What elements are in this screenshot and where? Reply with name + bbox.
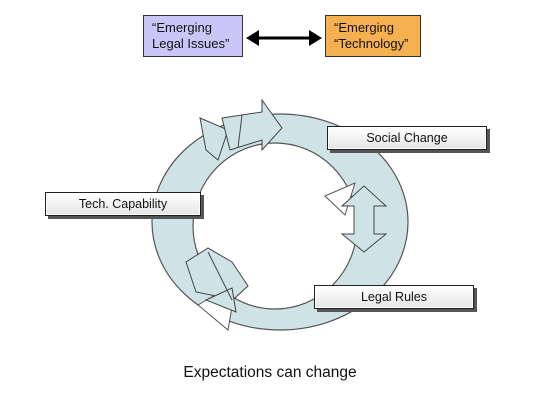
emerging-technology-line2: “Technology” [334,36,409,51]
emerging-legal-issues-box: “Emerging Legal Issues” [143,15,243,57]
tech-capability-label: Tech. Capability [47,194,199,214]
emerging-technology-line1: “Emerging [334,20,394,35]
top-arrow-block [199,98,283,161]
tech-capability-label-box: Tech. Capability [45,192,201,216]
vertical-double-arrow [340,185,388,253]
legal-rules-label: Legal Rules [316,287,472,307]
double-arrow-icon [246,30,322,46]
legal-issues-line2: Legal Issues” [152,36,230,51]
legal-rules-label-box: Legal Rules [314,285,474,309]
bottom-arrow-block [185,247,249,313]
emerging-technology-box: “Emerging “Technology” [325,15,421,57]
legal-issues-line1: “Emerging [152,20,212,35]
social-change-label-box: Social Change [327,126,487,150]
social-change-label: Social Change [329,128,485,148]
caption: Expectations can change [183,364,357,381]
